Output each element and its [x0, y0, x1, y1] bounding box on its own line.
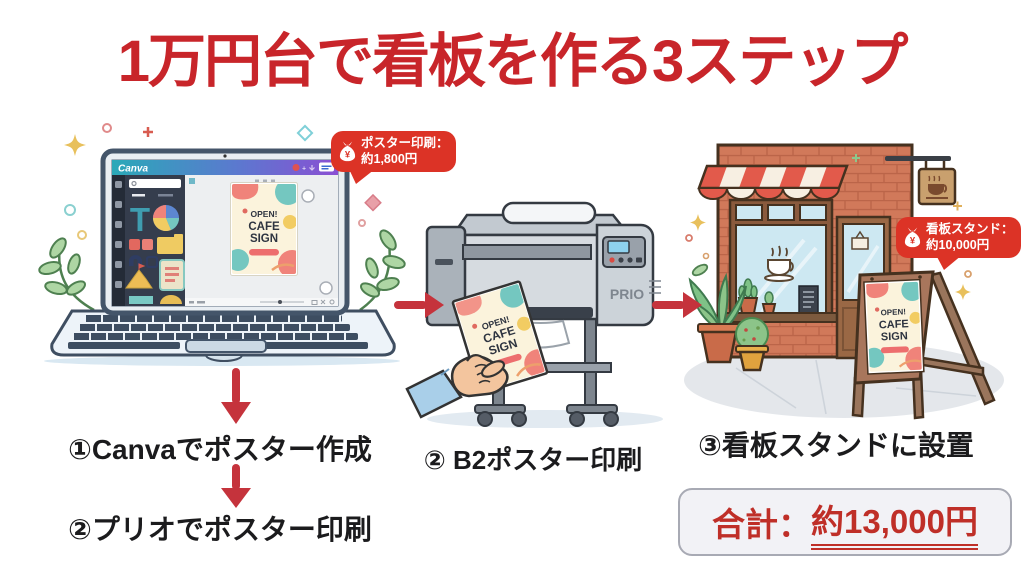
canva-logo: Canva — [118, 164, 148, 175]
badge-label: ポスター印刷： — [361, 136, 449, 150]
step2-alt-label: ②プリオでポスター印刷 — [68, 514, 372, 545]
step3-label: ③看板スタンドに設置 — [698, 430, 974, 461]
svg-text:SIGN: SIGN — [881, 330, 908, 343]
sign-stand-price-badge: ¥ 看板スタンド： 約10,000円 — [896, 217, 1021, 270]
svg-text:¥: ¥ — [345, 150, 351, 161]
printer-brand-label: PRIO — [610, 286, 644, 302]
badge-label: 看板スタンド： — [926, 222, 1014, 236]
text-tool-icon: T — [130, 201, 150, 238]
leaf-decoration-right — [359, 229, 406, 312]
download-icon — [309, 165, 315, 171]
laptop-canva-illustration: Canva + T — [38, 123, 406, 366]
shop-window — [724, 198, 838, 323]
badge-price: 約1,800円 — [361, 152, 418, 167]
total-amount: 約13,000円 — [811, 495, 978, 550]
poster-print-price-badge: ¥ ポスター印刷： 約1,800円 — [331, 131, 456, 184]
canva-side-rail — [112, 175, 125, 306]
hanging-cafe-sign — [885, 156, 957, 206]
printer-illustration: PRIO OPEN! CAFE SIGN — [405, 201, 663, 428]
svg-text:OPEN!: OPEN! — [251, 209, 278, 219]
svg-text:OPEN!: OPEN! — [880, 307, 906, 317]
badge-tail — [936, 254, 962, 270]
awning — [697, 164, 849, 200]
laptop-base — [50, 309, 396, 362]
mountain-icon — [125, 263, 153, 289]
menu-board — [798, 285, 819, 314]
badge-tail — [349, 168, 375, 184]
page-title: 1万円台で看板を作る3ステップ — [117, 29, 909, 94]
arrow-right-icon — [652, 292, 702, 318]
refresh-button-icon — [301, 189, 315, 203]
plus-icon: + — [302, 166, 306, 173]
total-price-box: 合計：約13,000円 — [678, 488, 1012, 556]
printer-control-panel — [602, 236, 646, 268]
search-icon — [131, 180, 137, 187]
sparkle-icons — [685, 154, 972, 300]
sign-poster: OPEN! CAFE SIGN — [863, 278, 925, 375]
sleeve — [405, 369, 463, 419]
door-hanging-sign — [851, 237, 869, 250]
hand-illustration — [405, 354, 509, 419]
coffee-cup-decal — [764, 245, 794, 282]
yen-moneybag-icon: ¥ — [904, 227, 921, 248]
arrow-right-icon — [394, 292, 444, 318]
arch-shape-icon — [129, 255, 142, 266]
step1-label: ①Canvaでポスター作成 — [68, 434, 372, 465]
svg-text:SIGN: SIGN — [250, 233, 278, 245]
canva-top-bar — [112, 160, 338, 175]
rail-icons — [115, 181, 122, 288]
poster-preview: OPEN! CAFE SIGN — [230, 182, 298, 276]
yen-moneybag-icon: ¥ — [339, 141, 356, 162]
potted-bush — [735, 317, 769, 372]
arrow-down-icon — [221, 464, 251, 508]
svg-text:CAFE: CAFE — [879, 318, 909, 331]
card-template-icon — [159, 259, 185, 291]
step2-label: ② B2ポスター印刷 — [423, 445, 643, 475]
laptop-screen: Canva + T — [100, 148, 350, 316]
cafe-storefront-illustration: OPEN! CAFE SIGN — [684, 143, 1004, 420]
potted-plant-large — [688, 272, 747, 364]
down-button-icon — [319, 281, 333, 295]
printer-shadow — [427, 410, 663, 428]
total-label: 合計： — [712, 506, 812, 543]
svg-text:¥: ¥ — [910, 236, 916, 247]
arrow-down-icon — [221, 368, 251, 424]
paper-roll — [501, 201, 597, 225]
avatar-icon — [292, 164, 300, 171]
sparkle-icons — [64, 123, 382, 240]
windowsill-plants — [737, 278, 777, 314]
badge-price: 約10,000円 — [926, 238, 990, 253]
canvas-mini-toolbar — [255, 179, 275, 184]
touchpad — [185, 339, 267, 353]
svg-text:CAFE: CAFE — [248, 221, 280, 233]
leaf-decoration-left — [38, 237, 95, 312]
folder-icon — [157, 234, 183, 254]
pie-chart-icon — [153, 205, 179, 231]
search-input — [129, 179, 181, 188]
a-frame-sign-stand: OPEN! CAFE SIGN — [851, 270, 996, 420]
keyboard — [68, 314, 368, 349]
